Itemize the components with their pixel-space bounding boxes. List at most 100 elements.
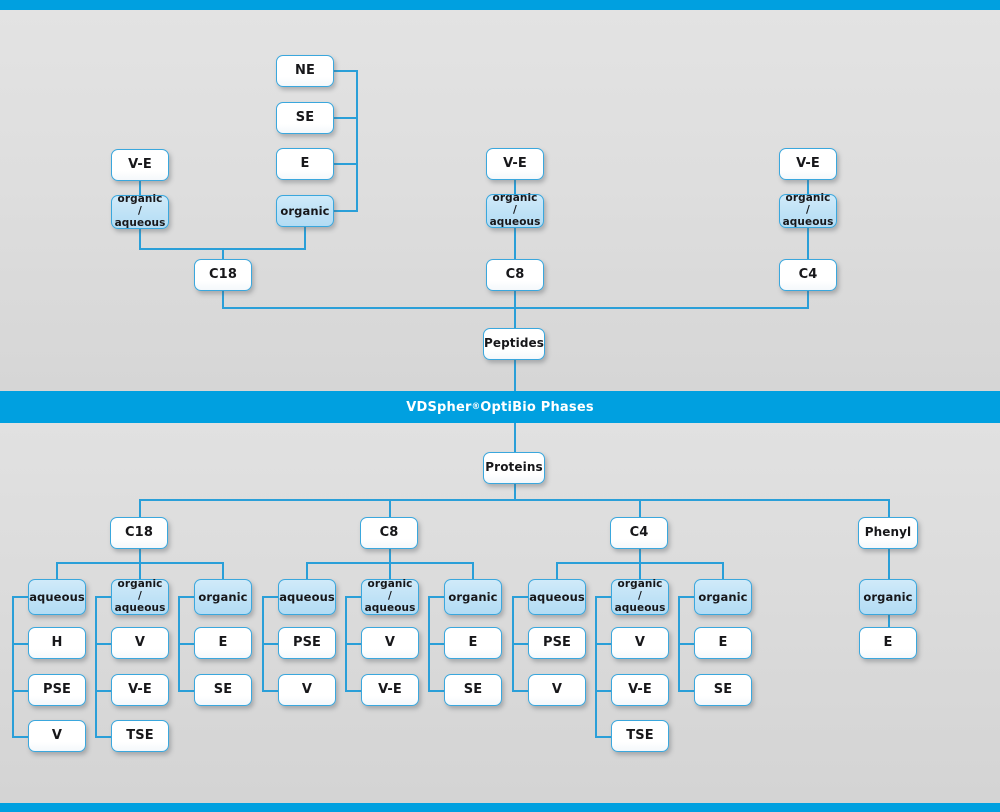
connector-c8-ve-to-mode [514, 180, 516, 194]
connector-c8-oa-h1 [345, 643, 363, 645]
peptides-c18-organic-item-se[interactable]: SE [276, 102, 334, 134]
peptides-c8-top-ve[interactable]: V-E [486, 148, 544, 180]
connector-c18b-fan-r [222, 562, 224, 580]
connector-organic-spine [356, 70, 358, 212]
proteins-c4-aqueous-item-pse[interactable]: PSE [528, 627, 586, 659]
proteins-c8-organic-item-e[interactable]: E [444, 627, 502, 659]
proteins-c18-aqueous-item-h[interactable]: H [28, 627, 86, 659]
banner-rest: OptiBio Phases [480, 399, 594, 415]
connector-c4-ve-to-mode [807, 180, 809, 194]
connector-c18-aqueous-h2 [12, 690, 30, 692]
peptides-c8-mode-organic-aqueous[interactable]: organic / aqueous [486, 192, 544, 228]
connector-c4-oa-h1 [595, 643, 613, 645]
proteins-c4-oa-item-v[interactable]: V [611, 627, 669, 659]
connector-c4b-fan-r [722, 562, 724, 580]
peptides-phase-c18[interactable]: C18 [194, 259, 252, 291]
connector-c8-oa-h2 [345, 690, 363, 692]
peptides-c4-mode-organic-aqueous[interactable]: organic / aqueous [779, 192, 837, 228]
proteins-c4-group-organic-header[interactable]: organic [694, 579, 752, 615]
connector-proteins-drop [514, 484, 516, 500]
proteins-c18-oa-item-v[interactable]: V [111, 627, 169, 659]
proteins-c8-organic-item-se[interactable]: SE [444, 674, 502, 706]
connector-bus-to-phenyl [888, 499, 890, 517]
proteins-c4-oa-item-tse[interactable]: TSE [611, 720, 669, 752]
connector-c18-aqueous-h0 [12, 596, 30, 598]
connector-c18-merge-drop [222, 248, 224, 260]
proteins-c18-group-organic-header[interactable]: organic [194, 579, 252, 615]
peptides-phase-c4[interactable]: C4 [779, 259, 837, 291]
connector-bus-to-c18b [139, 499, 141, 517]
proteins-c4-group-aqueous-header[interactable]: aqueous [528, 579, 586, 615]
connector-c18-org-h0 [178, 596, 196, 598]
connector-c18-oa-h1 [95, 643, 113, 645]
peptides-phase-c8[interactable]: C8 [486, 259, 544, 291]
connector-c4-oa-spine [595, 596, 597, 738]
connector-c18b-fan-l [56, 562, 58, 580]
proteins-c18-group-organic-aqueous-header[interactable]: organic / aqueous [111, 578, 169, 615]
peptides-c4-top-ve[interactable]: V-E [779, 148, 837, 180]
connector-organic-stub [334, 210, 358, 212]
proteins-phase-c4[interactable]: C4 [610, 517, 668, 549]
bottom-accent-bar [0, 803, 1000, 812]
top-accent-bar [0, 0, 1000, 10]
proteins-c8-aqueous-item-v[interactable]: V [278, 674, 336, 706]
peptides-c18-organic-header[interactable]: organic [276, 195, 334, 227]
connector-c4-org-h0 [678, 596, 696, 598]
banner-title: VDSpher® OptiBio Phases [0, 391, 1000, 423]
connector-c18-to-bus [222, 291, 224, 308]
proteins-bus-bar [139, 499, 889, 501]
connector-c18-oa-h0 [95, 596, 113, 598]
proteins-c18-oa-item-ve[interactable]: V-E [111, 674, 169, 706]
proteins-c4-organic-item-se[interactable]: SE [694, 674, 752, 706]
connector-c18-oa-h2 [95, 690, 113, 692]
connector-c18-org-h2 [178, 690, 196, 692]
peptides-c18-organic-item-ne[interactable]: NE [276, 55, 334, 87]
proteins-c8-group-organic-aqueous-header[interactable]: organic / aqueous [361, 578, 419, 615]
proteins-c18-group-aqueous-header[interactable]: aqueous [28, 579, 86, 615]
proteins-c4-group-organic-aqueous-header[interactable]: organic / aqueous [611, 578, 669, 615]
peptides-c18-organic-item-e[interactable]: E [276, 148, 334, 180]
connector-c4-aqueous-h0 [512, 596, 530, 598]
proteins-c18-aqueous-item-v[interactable]: V [28, 720, 86, 752]
proteins-phase-c8[interactable]: C8 [360, 517, 418, 549]
proteins-c8-aqueous-item-pse[interactable]: PSE [278, 627, 336, 659]
proteins-c18-organic-item-e[interactable]: E [194, 627, 252, 659]
proteins-phenyl-organic-item-e[interactable]: E [859, 627, 917, 659]
connector-bus-to-peptides [514, 307, 516, 328]
connector-c4-to-bus [807, 291, 809, 308]
proteins-c8-group-organic-header[interactable]: organic [444, 579, 502, 615]
proteins-c8-oa-item-v[interactable]: V [361, 627, 419, 659]
connector-c8b-fan-l [306, 562, 308, 580]
proteins-phase-c18[interactable]: C18 [110, 517, 168, 549]
connector-c18-left-drop [139, 229, 141, 249]
proteins-c18-aqueous-item-pse[interactable]: PSE [28, 674, 86, 706]
proteins-c18-oa-item-tse[interactable]: TSE [111, 720, 169, 752]
proteins-c18-organic-item-se[interactable]: SE [194, 674, 252, 706]
peptides-root-node[interactable]: Peptides [483, 328, 545, 360]
proteins-c8-oa-item-ve[interactable]: V-E [361, 674, 419, 706]
connector-c8b-fan-m [389, 562, 391, 580]
connector-banner-to-proteins [514, 423, 516, 452]
proteins-root-node[interactable]: Proteins [483, 452, 545, 484]
proteins-c8-group-aqueous-header[interactable]: aqueous [278, 579, 336, 615]
connector-c18-oa-h3 [95, 736, 113, 738]
banner-brand: VDSpher [406, 399, 472, 415]
connector-c4-oa-h2 [595, 690, 613, 692]
connector-c18b-drop [139, 549, 141, 563]
connector-c4b-drop [639, 549, 641, 563]
proteins-c4-oa-item-ve[interactable]: V-E [611, 674, 669, 706]
proteins-c4-aqueous-item-v[interactable]: V [528, 674, 586, 706]
proteins-phenyl-group-organic-header[interactable]: organic [859, 579, 917, 615]
proteins-phase-phenyl[interactable]: Phenyl [858, 517, 918, 549]
connector-peptides-to-banner [514, 360, 516, 392]
connector-c4-aqueous-h2 [512, 690, 530, 692]
peptides-c18-top-ve[interactable]: V-E [111, 149, 169, 181]
connector-c18-org-h1 [178, 643, 196, 645]
peptides-c18-mode-organic-aqueous[interactable]: organic / aqueous [111, 193, 169, 229]
connector-c8-aqueous-h2 [262, 690, 280, 692]
connector-ne-stub [334, 70, 358, 72]
connector-bus-to-c4b [639, 499, 641, 517]
connector-se-stub [334, 117, 358, 119]
proteins-c4-organic-item-e[interactable]: E [694, 627, 752, 659]
